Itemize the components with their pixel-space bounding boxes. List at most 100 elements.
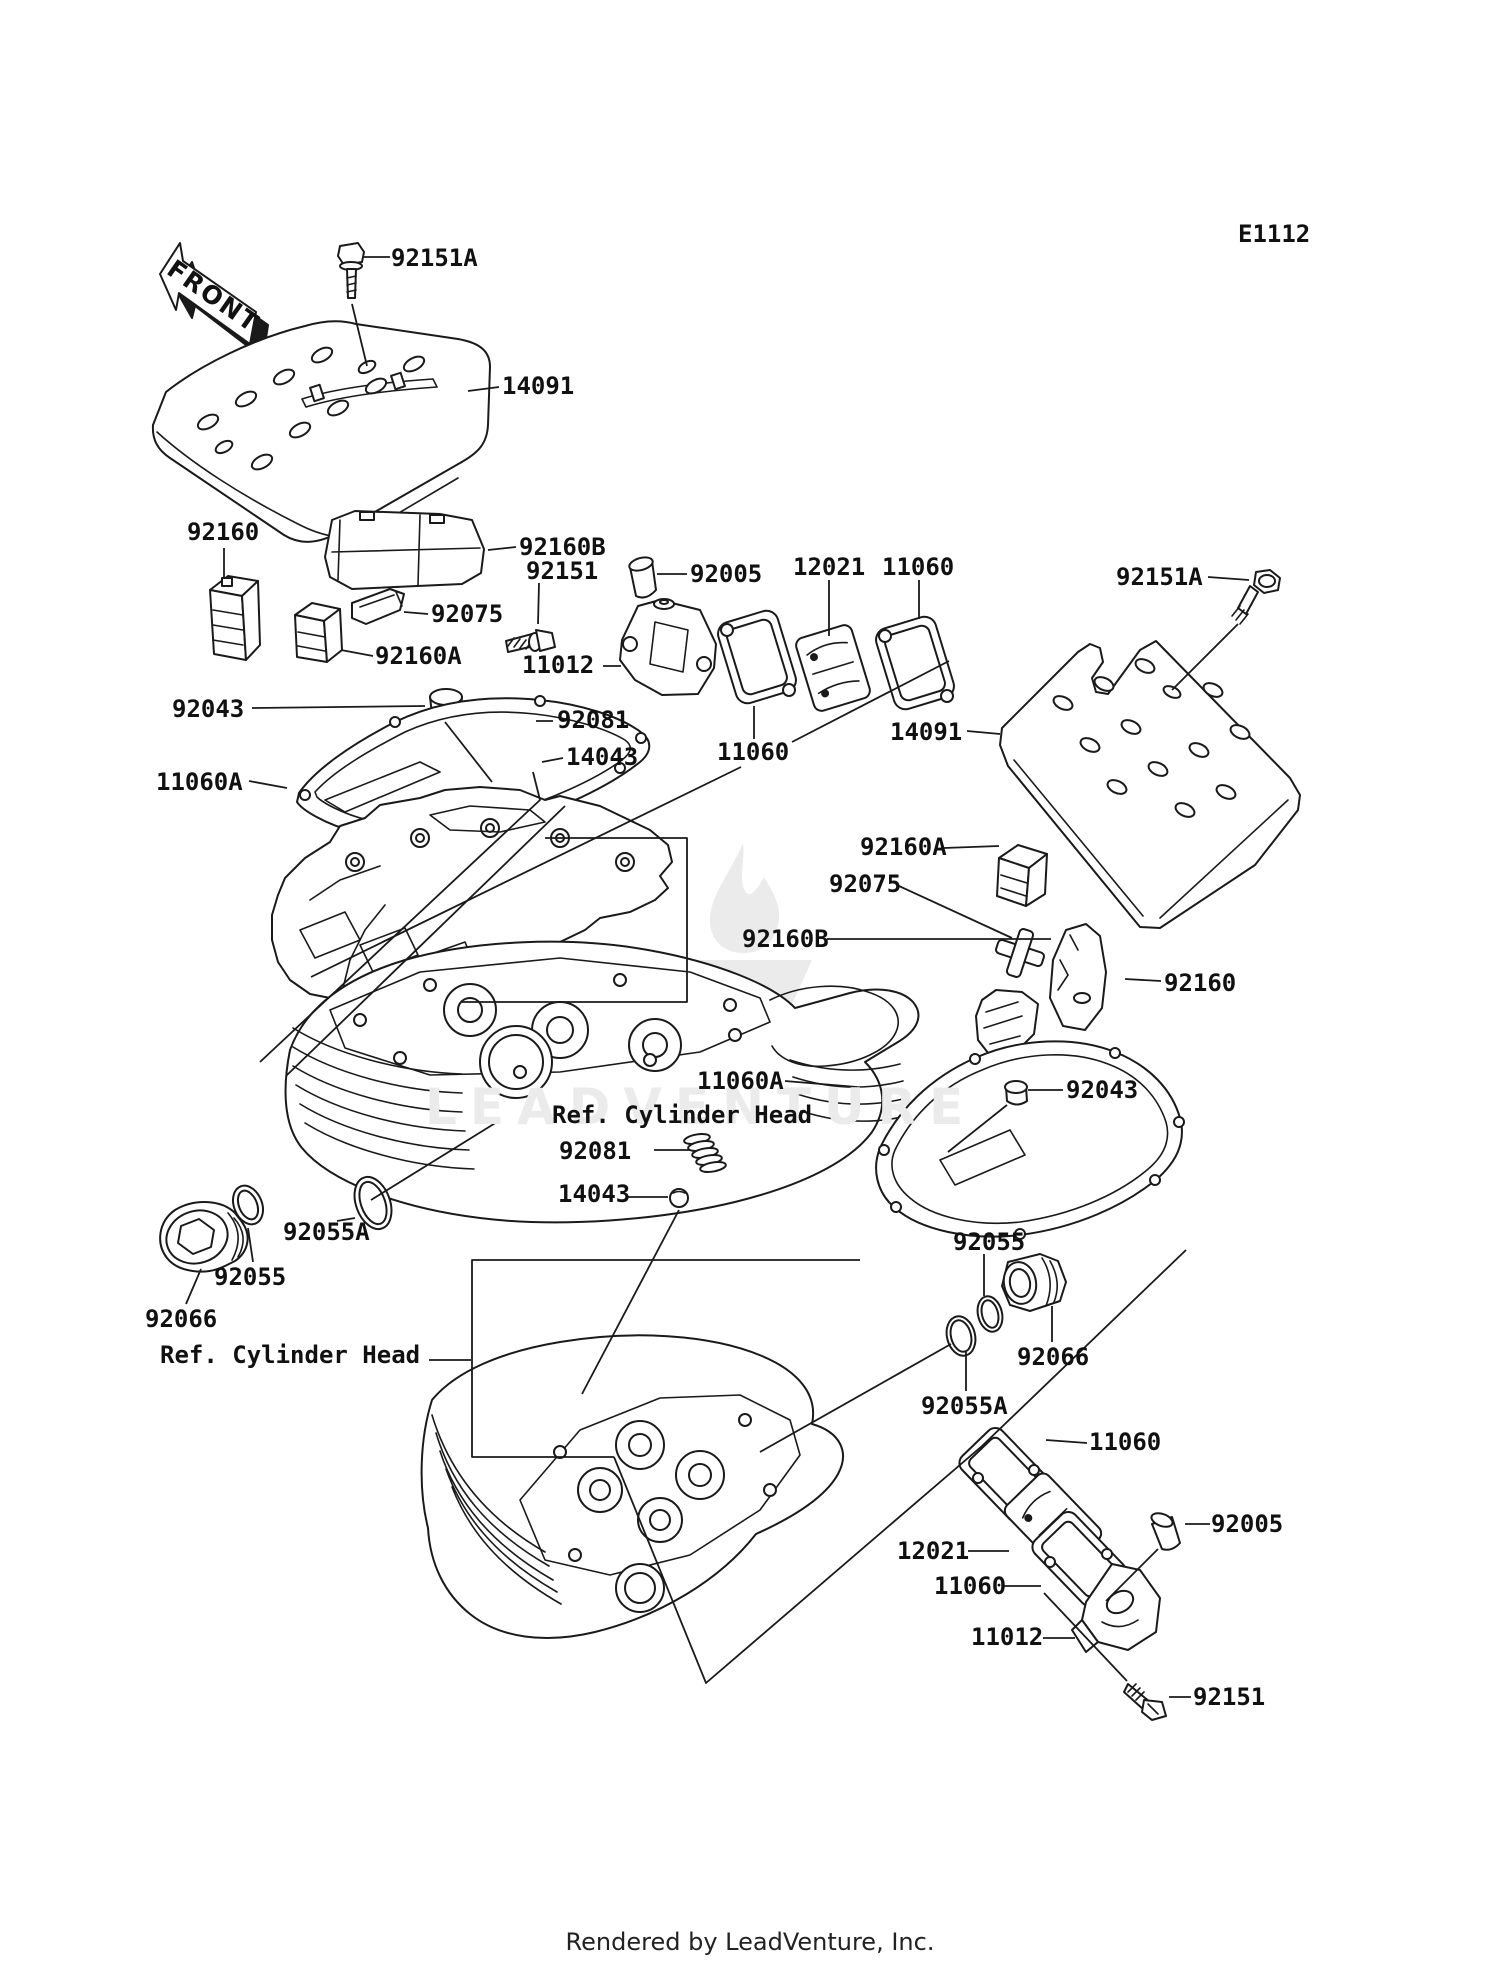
damper-92160a-right-drawing bbox=[996, 844, 1048, 907]
part-label-92043: 92043 bbox=[172, 695, 245, 723]
pin-92043-right-drawing bbox=[1004, 1080, 1028, 1106]
tappet-92005-mid-drawing bbox=[628, 556, 657, 599]
leader-line bbox=[784, 1080, 858, 1088]
dowel-14043-right-drawing bbox=[669, 1188, 689, 1208]
leader-line bbox=[185, 1268, 202, 1305]
reed-valve-12021-mid-drawing bbox=[795, 624, 871, 712]
part-label-11060: 11060 bbox=[1089, 1428, 1162, 1456]
leader-line bbox=[1043, 1592, 1128, 1682]
part-label-11060: 11060 bbox=[934, 1572, 1007, 1600]
part-label-14043: 14043 bbox=[558, 1180, 631, 1208]
leader-line bbox=[247, 1227, 254, 1263]
part-label-92075: 92075 bbox=[431, 600, 504, 628]
part-label-92081: 92081 bbox=[557, 706, 630, 734]
part-label-11060: 11060 bbox=[717, 738, 790, 766]
part-label-92055A: 92055A bbox=[283, 1218, 370, 1246]
damper-92160-left-drawing bbox=[209, 575, 261, 661]
part-label-92066: 92066 bbox=[145, 1305, 218, 1333]
part-label-92043: 92043 bbox=[1066, 1076, 1139, 1104]
part-label-92005: 92005 bbox=[1211, 1510, 1284, 1538]
leader-line bbox=[537, 582, 540, 625]
leader-line bbox=[1207, 576, 1250, 581]
part-label-11060A: 11060A bbox=[156, 768, 243, 796]
leader-line bbox=[340, 649, 374, 657]
cap-92066-right-drawing bbox=[1001, 1253, 1067, 1312]
tappet-92005-right-drawing bbox=[1150, 1512, 1181, 1551]
leader-line bbox=[462, 837, 688, 1003]
leader-line bbox=[471, 1259, 860, 1458]
part-label-11060A: 11060A bbox=[697, 1067, 784, 1095]
page-code: E1112 bbox=[1238, 220, 1311, 248]
leader-line bbox=[1105, 1548, 1159, 1602]
part-label-92075: 92075 bbox=[829, 870, 902, 898]
spring-92081-right-drawing bbox=[683, 1133, 727, 1173]
leader-line bbox=[541, 757, 564, 763]
leader-line bbox=[248, 780, 288, 789]
part-label-11012: 11012 bbox=[522, 651, 595, 679]
leader-line bbox=[759, 1343, 952, 1453]
part-label-92160B: 92160B bbox=[519, 533, 606, 561]
part-label-92055: 92055 bbox=[214, 1263, 287, 1291]
leader-line bbox=[310, 766, 742, 978]
leader-line bbox=[1171, 623, 1239, 691]
leader-line bbox=[336, 1217, 356, 1222]
leader-line bbox=[1045, 1439, 1088, 1444]
part-label-92160A: 92160A bbox=[375, 642, 462, 670]
part-label-14091: 14091 bbox=[890, 718, 963, 746]
watermark-text: LEADVENTURE bbox=[425, 1078, 977, 1136]
front-cylinder-head-drawing bbox=[284, 940, 920, 1224]
leader-line bbox=[966, 730, 1001, 735]
part-label-92066: 92066 bbox=[1017, 1343, 1090, 1371]
gasket-11060-mid1-drawing bbox=[717, 609, 797, 705]
oring-92055a-left-drawing bbox=[353, 1175, 393, 1231]
shield-92160b-right-drawing bbox=[1049, 923, 1107, 1031]
gasket-11060-mid2-drawing bbox=[875, 615, 955, 711]
leader-line bbox=[370, 1121, 498, 1201]
leader-line bbox=[943, 845, 1000, 849]
part-label-92005: 92005 bbox=[690, 560, 763, 588]
leader-lines bbox=[185, 256, 1250, 1698]
part-label-92151A: 92151A bbox=[1116, 563, 1203, 591]
part-label-12021: 12021 bbox=[793, 553, 866, 581]
leader-line bbox=[444, 721, 493, 783]
part-label-92160A: 92160A bbox=[860, 833, 947, 861]
part-label-92160: 92160 bbox=[1164, 969, 1237, 997]
part-label-92160B: 92160B bbox=[742, 925, 829, 953]
part-label-14043: 14043 bbox=[566, 743, 639, 771]
bolt-92151-mid-drawing bbox=[505, 629, 556, 653]
part-label-14091: 14091 bbox=[502, 372, 575, 400]
rear-cover-14091-drawing bbox=[999, 640, 1301, 929]
footer-credit: Rendered by LeadVenture, Inc. bbox=[565, 1928, 935, 1956]
breather-11012-mid-drawing bbox=[619, 598, 717, 696]
leader-line bbox=[947, 1104, 1008, 1153]
part-label-12021: 12021 bbox=[897, 1537, 970, 1565]
part-label-92081: 92081 bbox=[559, 1137, 632, 1165]
leader-line bbox=[1124, 978, 1162, 982]
bolt-92151-right-drawing bbox=[1123, 1683, 1167, 1721]
bolt-92151a-top-drawing bbox=[337, 242, 365, 299]
leader-line bbox=[403, 611, 429, 615]
flame-icon bbox=[709, 843, 780, 954]
rear-cylinder-head-drawing bbox=[420, 1334, 844, 1639]
bolt-92151a-right-drawing bbox=[1231, 569, 1281, 625]
clip-92075-right-drawing bbox=[995, 928, 1045, 978]
damper-92160a-left-drawing bbox=[294, 602, 343, 663]
oring-92055a-right-drawing bbox=[945, 1315, 977, 1357]
clip-92075-left-drawing bbox=[351, 588, 405, 625]
leader-line bbox=[581, 1209, 680, 1395]
part-label-92055: 92055 bbox=[953, 1228, 1026, 1256]
oring-92055-right-drawing bbox=[976, 1295, 1004, 1333]
leader-line bbox=[487, 546, 517, 551]
part-label-92151: 92151 bbox=[1193, 1683, 1266, 1711]
leader-line bbox=[285, 805, 566, 1077]
leader-line bbox=[791, 660, 950, 743]
leader-line bbox=[351, 303, 368, 367]
part-label-92151: 92151 bbox=[526, 557, 599, 585]
part-label-92151A: 92151A bbox=[391, 244, 478, 272]
gasket-11060a-right-drawing bbox=[875, 1040, 1185, 1240]
oring-92055-left-drawing bbox=[232, 1184, 264, 1226]
part-label-Ref-Cylinder-Head: Ref. Cylinder Head bbox=[552, 1101, 813, 1129]
part-label-11012: 11012 bbox=[971, 1623, 1044, 1651]
leader-line bbox=[259, 771, 541, 1063]
